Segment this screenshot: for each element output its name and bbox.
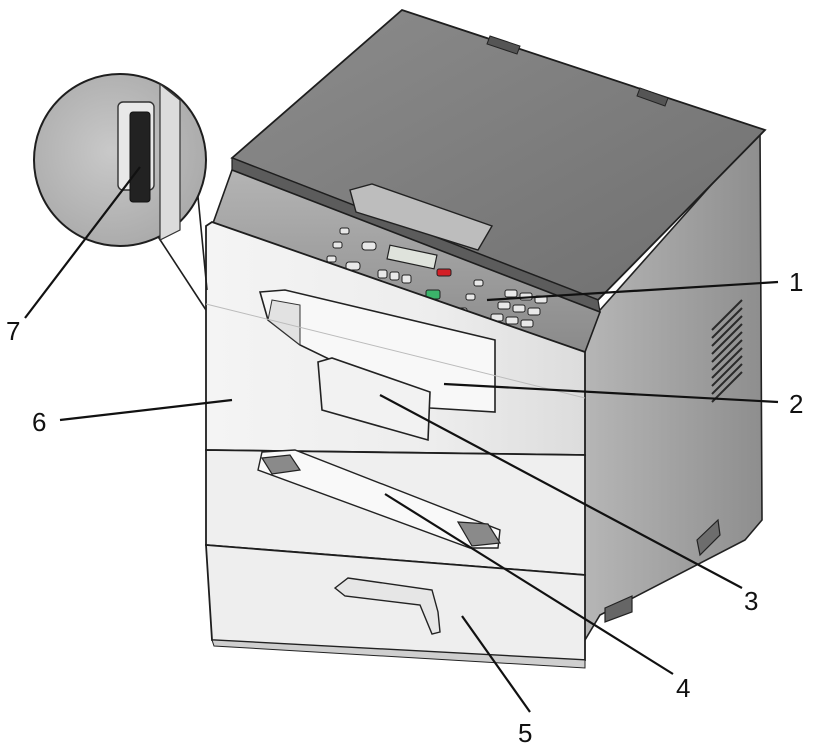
side-connector bbox=[696, 518, 721, 557]
feeder-guide-right bbox=[456, 521, 502, 547]
callout-7: 7 bbox=[6, 316, 20, 346]
manual-feeder-slot bbox=[257, 449, 501, 549]
side-vent bbox=[711, 299, 743, 403]
lid-hinge-left bbox=[486, 35, 521, 55]
leader-line-7 bbox=[24, 166, 141, 319]
front-seam bbox=[205, 303, 586, 399]
stop-button bbox=[436, 268, 452, 277]
callout-1: 1 bbox=[789, 267, 803, 297]
usb-port-inset bbox=[33, 73, 208, 311]
leader-line-3 bbox=[379, 394, 743, 589]
tray-2-handle bbox=[333, 577, 441, 635]
callout-5: 5 bbox=[518, 718, 532, 748]
inset-side-strip bbox=[159, 82, 181, 241]
printer-base-shadow bbox=[211, 639, 586, 669]
leader-lines bbox=[24, 166, 779, 713]
callout-labels: 1 2 3 4 5 6 7 bbox=[6, 267, 803, 748]
printer-side-panel bbox=[574, 127, 763, 643]
callout-3: 3 bbox=[744, 586, 758, 616]
leader-line-2 bbox=[443, 382, 779, 404]
inset-pointer-line bbox=[154, 231, 207, 311]
printer-body bbox=[205, 8, 767, 669]
panel-nav-buttons bbox=[377, 269, 412, 284]
panel-display-housing bbox=[349, 183, 494, 251]
side-foot bbox=[604, 595, 633, 623]
callout-6: 6 bbox=[32, 407, 46, 437]
output-bin-inner bbox=[267, 299, 301, 347]
leader-line-6 bbox=[59, 398, 233, 422]
feeder-guide-left bbox=[260, 454, 302, 475]
callout-2: 2 bbox=[789, 389, 803, 419]
leader-line-1 bbox=[486, 280, 779, 302]
leader-line-4 bbox=[384, 493, 674, 675]
paper-stop bbox=[317, 357, 431, 442]
leader-line-5 bbox=[461, 615, 531, 713]
panel-display bbox=[386, 244, 438, 270]
usb-port-icon bbox=[129, 111, 151, 203]
callout-4: 4 bbox=[676, 673, 690, 703]
lid-hinge-right bbox=[636, 87, 669, 107]
